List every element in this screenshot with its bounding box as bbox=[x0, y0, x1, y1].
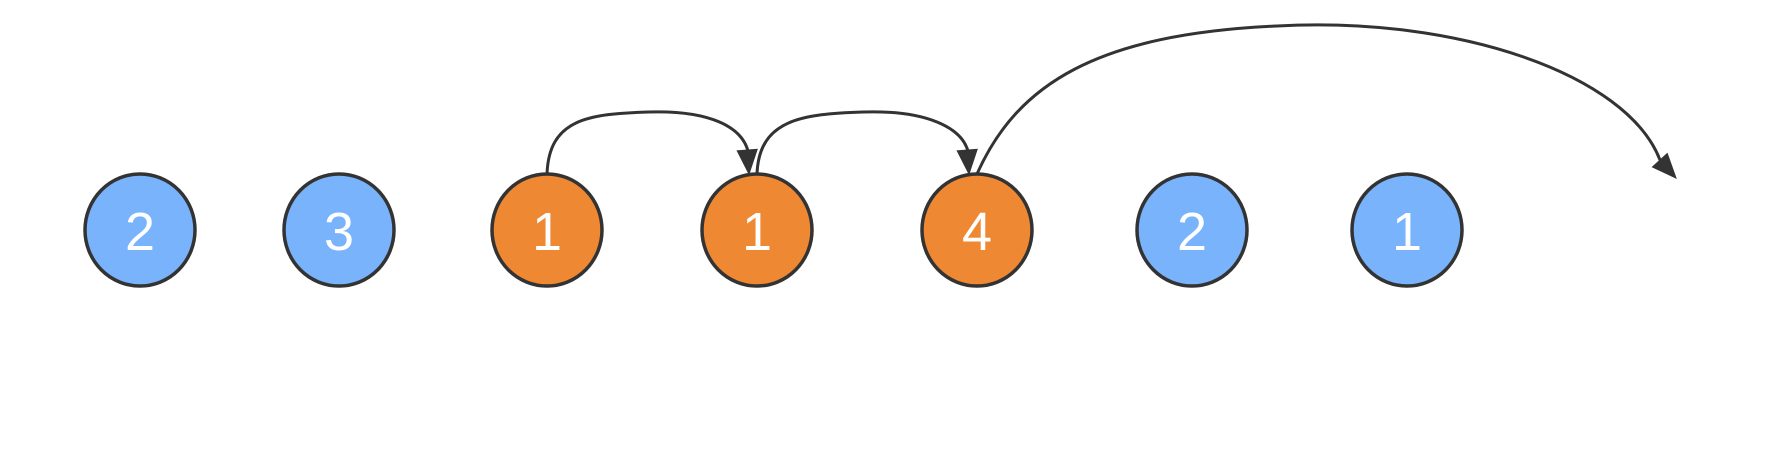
jump-arcs bbox=[545, 23, 1677, 179]
node-value: 2 bbox=[125, 202, 155, 262]
arrowhead bbox=[1651, 152, 1677, 179]
jump-arrow bbox=[975, 23, 1677, 179]
array-nodes: 2 3 1 1 4 2 1 bbox=[83, 172, 1464, 288]
jump-arc bbox=[975, 23, 1662, 175]
jump-arrow bbox=[755, 110, 978, 176]
arrowhead bbox=[956, 148, 978, 176]
array-node: 2 bbox=[83, 172, 197, 288]
node-circle bbox=[920, 172, 1034, 288]
node-circle bbox=[282, 172, 396, 288]
arrowhead bbox=[736, 148, 758, 176]
node-value: 2 bbox=[1177, 202, 1207, 262]
array-node: 2 bbox=[1135, 172, 1249, 288]
node-value: 1 bbox=[1392, 202, 1422, 262]
array-node: 1 bbox=[490, 172, 604, 288]
node-value: 3 bbox=[324, 202, 354, 262]
node-circle bbox=[83, 172, 197, 288]
array-node: 3 bbox=[282, 172, 396, 288]
array-node: 1 bbox=[700, 172, 814, 288]
node-circle bbox=[1350, 172, 1464, 288]
node-value: 4 bbox=[962, 202, 992, 262]
array-node: 4 bbox=[920, 172, 1034, 288]
array-node: 1 bbox=[1350, 172, 1464, 288]
jump-arc bbox=[755, 110, 971, 175]
node-circle bbox=[1135, 172, 1249, 288]
node-circle bbox=[700, 172, 814, 288]
node-circle bbox=[490, 172, 604, 288]
node-value: 1 bbox=[532, 202, 562, 262]
jump-arrow bbox=[545, 110, 758, 176]
node-value: 1 bbox=[742, 202, 772, 262]
jump-arc bbox=[545, 110, 751, 175]
